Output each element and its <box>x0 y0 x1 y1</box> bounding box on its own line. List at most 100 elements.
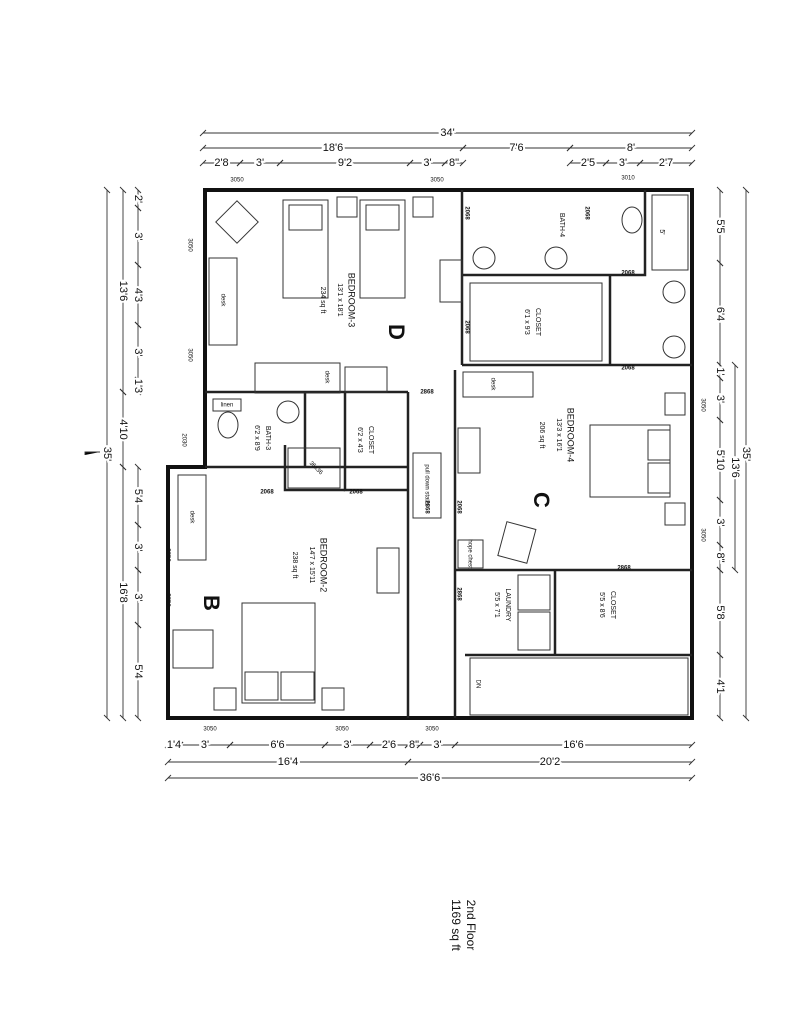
closet-shelf <box>469 282 603 362</box>
sink <box>544 246 568 270</box>
armchair <box>215 200 259 244</box>
dimension-label: 5'10 <box>714 450 726 470</box>
dimension-tick <box>199 129 207 137</box>
dimension-label: 13'6 <box>117 281 129 301</box>
dimension-label: 9'2 <box>338 157 352 169</box>
dimension-tick <box>441 159 449 167</box>
dimension-label: 4'1 <box>714 679 726 693</box>
dimension-tick <box>451 741 459 749</box>
dimension-label: 3' <box>201 739 209 751</box>
window-label: 3050 <box>699 528 705 542</box>
dimension-tick <box>199 144 207 152</box>
shower <box>287 447 341 489</box>
dimension-label: 16'8 <box>117 582 129 602</box>
dimension-label: 1'3 <box>132 379 144 393</box>
room-size: 6'2 x 8'9 <box>253 425 260 451</box>
dimension-label: 3' <box>343 739 351 751</box>
dimension-label: 3' <box>433 739 441 751</box>
door-label: 2868 <box>617 566 631 572</box>
sink <box>662 280 686 304</box>
dimension-tick <box>688 144 696 152</box>
window-label: 3050 <box>186 348 192 362</box>
dimension-label: 5'4 <box>132 664 144 678</box>
dimension-tick <box>321 741 329 749</box>
dimension-tick <box>716 374 724 382</box>
window-label: 3050 <box>425 727 439 733</box>
room-name: BATH-4 <box>558 213 565 237</box>
dimension-tick <box>459 159 467 167</box>
dimension-label: 6'6 <box>270 739 284 751</box>
linen-shelf <box>212 398 242 412</box>
exterior-wall <box>166 188 694 720</box>
dimension-tick <box>134 521 142 529</box>
door-label: 2868 <box>420 390 434 396</box>
desk-label: desk <box>489 378 495 392</box>
dimension-tick <box>404 741 412 749</box>
dresser <box>439 259 463 303</box>
room-area: 238 sq ft <box>291 552 298 579</box>
chest <box>457 539 484 569</box>
interior-walls <box>205 190 692 718</box>
pillow <box>288 204 323 231</box>
dimension-tick <box>199 159 207 167</box>
dimension-tick <box>134 621 142 629</box>
dimension-tick <box>164 758 172 766</box>
floor-area: 1169 sq ft <box>449 899 463 951</box>
bed <box>241 602 316 704</box>
dimension-tick <box>119 186 127 194</box>
dimension-label: 3' <box>714 518 726 526</box>
window-label: 2030 <box>180 433 186 447</box>
dimension-tick <box>716 541 724 549</box>
dimension-tick <box>134 388 142 396</box>
dimension-tick <box>236 159 244 167</box>
dimensions <box>84 129 750 782</box>
room-size: 6'1 x 9'3 <box>523 309 530 335</box>
window-label: 3050 <box>230 178 244 184</box>
room-letter: B <box>199 595 224 611</box>
door-label: 2868 <box>423 500 429 514</box>
dimension-label: 36'6 <box>420 772 440 784</box>
armchair <box>172 629 214 669</box>
dimension-tick <box>688 774 696 782</box>
dimension-tick <box>716 416 724 424</box>
dimension-label: 2' <box>132 195 144 203</box>
dimension-tick <box>226 741 234 749</box>
sink <box>276 400 300 424</box>
dimension-label: 4'10 <box>117 419 129 439</box>
dimension-tick <box>416 741 424 749</box>
window-label: 3050 <box>203 727 217 733</box>
dimension-tick <box>566 144 574 152</box>
dimension-tick <box>688 129 696 137</box>
dimension-tick <box>103 714 111 722</box>
dimension-label: 3' <box>132 593 144 601</box>
door-label: 2068 <box>260 490 274 496</box>
door-label: 2068 <box>349 490 363 496</box>
toilet <box>621 206 643 234</box>
window-label: 3010 <box>621 176 635 182</box>
window-label: 3050 <box>699 398 705 412</box>
room-name: CLOSET <box>609 591 616 620</box>
dresser <box>376 547 400 594</box>
room-size: 13'3 x 16'1 <box>555 418 562 452</box>
dimension-label: 3' <box>423 157 431 169</box>
dimension-label: 8" <box>714 552 726 562</box>
chest-label: hope chest <box>466 539 472 569</box>
room-name: BATH-3 <box>264 426 271 450</box>
desk <box>177 474 207 561</box>
dimension-label: 1' <box>714 367 726 375</box>
window-label: 3050 <box>164 548 170 562</box>
nightstand <box>664 502 686 526</box>
dimension-tick <box>119 463 127 471</box>
room-name: CLOSET <box>534 308 541 337</box>
dimension-label: 3' <box>619 157 627 169</box>
dimension-tick <box>459 144 467 152</box>
dimension-label: 4'3 <box>132 288 144 302</box>
dimension-label: 2'6 <box>382 739 396 751</box>
desk-label: desk <box>323 371 329 385</box>
dimension-tick <box>134 321 142 329</box>
dimension-label: 3' <box>132 348 144 356</box>
pillow <box>647 429 671 461</box>
door-label: 2068 <box>463 320 469 334</box>
staircase <box>469 657 689 716</box>
dimension-tick <box>566 159 574 167</box>
